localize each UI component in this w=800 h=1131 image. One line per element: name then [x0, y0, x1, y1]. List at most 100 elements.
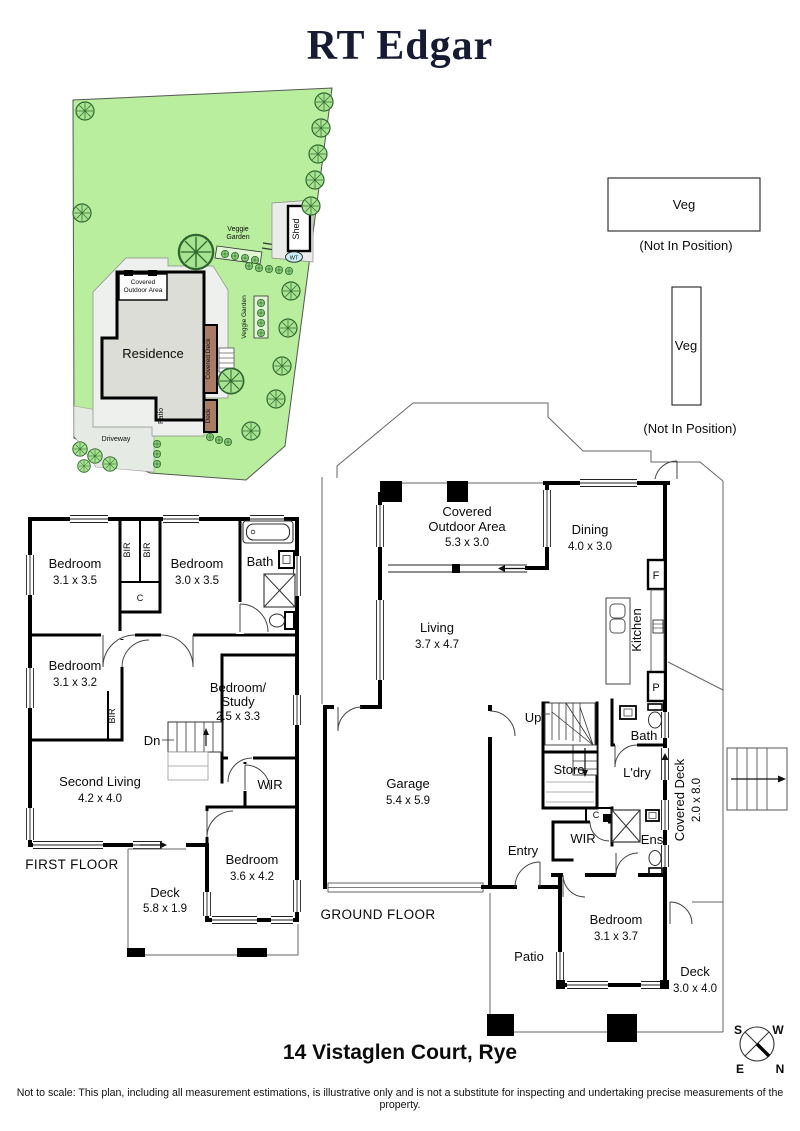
compass-rose: S W E N	[734, 1023, 784, 1076]
veg-box-horizontal	[607, 177, 761, 232]
ff-wir-label: WIR	[257, 777, 282, 792]
tree-icon	[75, 101, 95, 121]
ff-bedroom3-size: 3.1 x 3.2	[53, 677, 97, 689]
first-floor-title: FIRST FLOOR	[25, 857, 118, 872]
ff-bedroom1-size: 3.1 x 3.5	[53, 575, 97, 587]
tree-icon	[177, 233, 215, 271]
gf-hall-walls	[551, 806, 669, 875]
gf-ens-label: Ens	[641, 832, 664, 847]
water-tank-label: WT	[290, 255, 299, 261]
ff-bedroom2-label: Bedroom	[171, 556, 224, 571]
gf-deck-size: 3.0 x 4.0	[673, 983, 717, 995]
gf-garage-size: 5.4 x 5.9	[386, 795, 430, 807]
site-covered-deck-label: Covered Deck	[205, 338, 212, 380]
gf-garage-walls	[323, 703, 562, 893]
tree-icon	[308, 144, 328, 164]
site-residence-label: Residence	[122, 346, 183, 361]
gf-closet-label: C	[593, 810, 600, 820]
toilet	[269, 611, 295, 630]
site-covered-outdoor-label: Covered	[131, 279, 156, 286]
gf-bath-label: Bath	[631, 728, 658, 743]
ff-bedroom1-label: Bedroom	[49, 556, 102, 571]
bathtub	[242, 520, 294, 544]
ground-floor-title: GROUND FLOOR	[320, 907, 435, 922]
first-floor-perimeter	[28, 517, 299, 922]
plant-icon	[256, 328, 266, 338]
ff-study-label1: Bedroom/	[210, 680, 267, 695]
veg-box-horizontal-note: (Not In Position)	[639, 238, 732, 253]
gf-deck-patio	[487, 893, 723, 1042]
site-deck	[203, 399, 218, 433]
pillar	[124, 270, 133, 276]
pillar	[148, 270, 157, 276]
gf-pantry-label: P	[652, 682, 659, 694]
shed-box	[286, 204, 312, 253]
gf-covered-outdoor-size: 5.3 x 3.0	[445, 537, 489, 549]
gf-kitchen-label: Kitchen	[629, 608, 644, 651]
tree-icon	[87, 448, 103, 464]
compass-north-label: N	[776, 1062, 785, 1076]
water-tank	[285, 251, 303, 263]
ff-bir3-label: BIR	[107, 708, 117, 724]
gf-bedroom-label: Bedroom	[590, 912, 643, 927]
site-covered-outdoor-label2: Outdoor Area	[124, 287, 163, 294]
residence-outline	[100, 270, 206, 422]
ff-bedroom3-label: Bedroom	[49, 658, 102, 673]
tree-icon	[314, 92, 334, 112]
shed-label: Shed	[291, 218, 301, 239]
gf-dining-label: Dining	[572, 522, 609, 537]
ff-deck-label: Deck	[150, 885, 180, 900]
compass-south-label: S	[734, 1023, 742, 1037]
veggie-bed-side	[253, 295, 269, 339]
ff-dn-label: Dn	[144, 733, 161, 748]
site-covered-deck	[203, 324, 218, 394]
gf-covered-outdoor-label1: Covered	[442, 504, 491, 519]
tree-icon	[72, 203, 92, 223]
gf-entry-label: Entry	[508, 843, 539, 858]
gf-store-label: Store	[553, 762, 584, 777]
stairs-down	[162, 721, 223, 781]
tree-icon	[311, 118, 331, 138]
vanity-sink	[278, 550, 295, 569]
first-floor-doors	[101, 602, 271, 838]
veg-box-vertical	[671, 286, 702, 406]
gf-wir-label: WIR	[570, 831, 595, 846]
plant-icon	[250, 255, 260, 265]
gf-garage-label: Garage	[386, 776, 429, 791]
ff-deck	[127, 848, 299, 957]
tree-icon	[102, 456, 118, 472]
gf-covered-outdoor-label2: Outdoor Area	[428, 519, 506, 534]
plant-icon	[240, 253, 250, 263]
ground-floor-plan: Covered Outdoor Area 5.3 x 3.0 Dining 4.…	[320, 402, 788, 1042]
gf-kitchen	[605, 558, 667, 703]
ff-bedroom4-label: Bedroom	[226, 852, 279, 867]
gf-deck-label: Deck	[680, 964, 710, 979]
property-address: 14 Vistaglen Court, Rye	[282, 1041, 518, 1064]
disclaimer-text: Not to scale: This plan, including all m…	[16, 1087, 784, 1111]
tree-icon	[241, 421, 261, 441]
ff-bedroom2-size: 3.0 x 3.5	[175, 575, 219, 587]
site-patio-label: Patio	[158, 408, 165, 424]
gf-up-label: Up	[525, 710, 542, 725]
ff-study-size: 2.5 x 3.3	[216, 711, 260, 723]
tree-icon	[272, 356, 292, 376]
ff-bir1-label: BIR	[122, 542, 132, 558]
veggie-garden-label: Veggie	[227, 226, 249, 233]
shower	[263, 573, 296, 608]
ff-bedroom4-size: 3.6 x 4.2	[230, 871, 274, 883]
compass-north-pointer	[755, 1042, 771, 1058]
gf-covered-outdoor	[376, 479, 670, 573]
tree-icon	[305, 170, 325, 190]
plant-icon	[256, 318, 266, 328]
ff-bir2-label: BIR	[142, 542, 152, 558]
deck-entry-arrow	[140, 841, 167, 849]
veggie-garden-side-label: Veggie Garden	[241, 295, 248, 339]
gf-patio-label: Patio	[514, 949, 544, 964]
ff-deck-size: 5.8 x 1.9	[143, 903, 187, 915]
stairs-up	[541, 701, 599, 810]
tree-icon	[278, 318, 298, 338]
plant-icon	[256, 298, 266, 308]
compass-east-label: E	[736, 1062, 744, 1076]
gf-bath-walls	[610, 698, 669, 768]
